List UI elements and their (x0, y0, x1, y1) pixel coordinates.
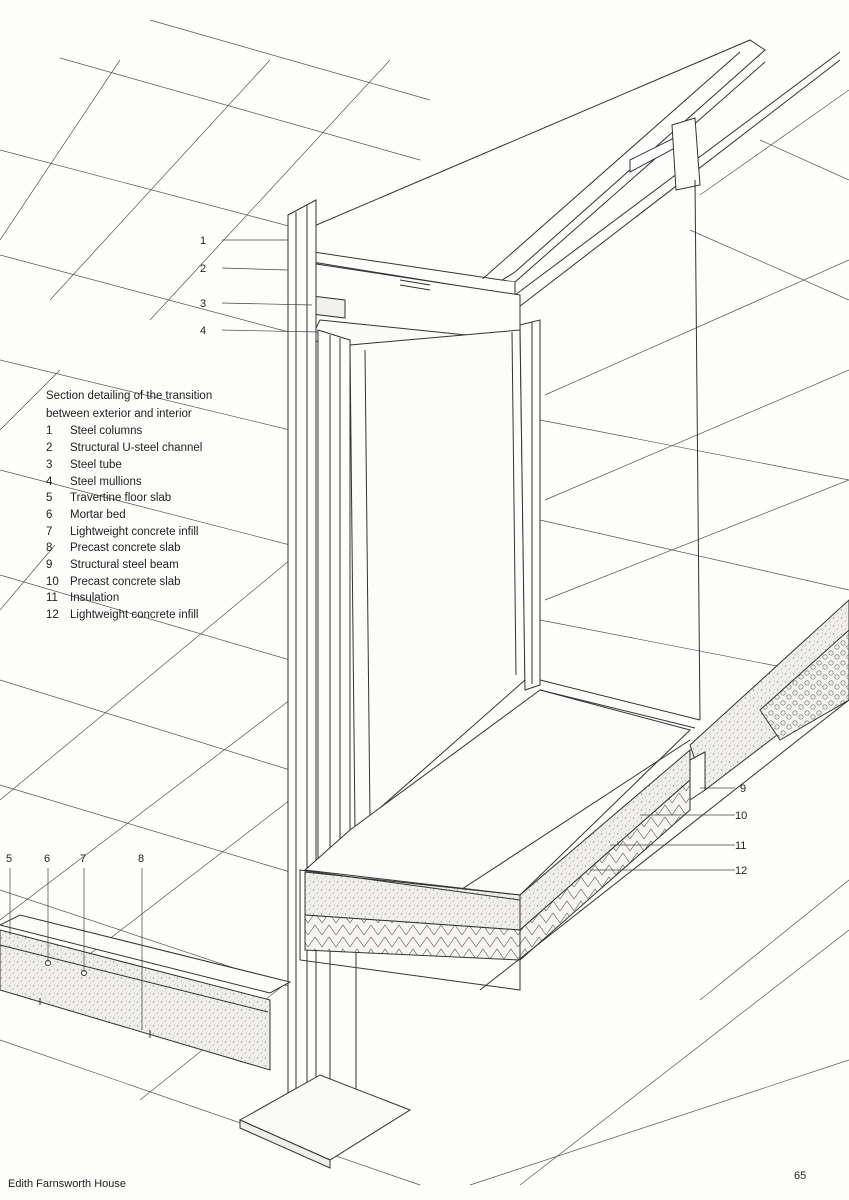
legend-item-label: Mortar bed (70, 508, 126, 521)
roof-fascia (299, 39, 841, 311)
floor-surface (303, 689, 691, 911)
callout-5: 5 (6, 853, 12, 865)
legend-item: 2 Structural U-steel channel (46, 440, 246, 457)
callout-8: 8 (138, 853, 144, 865)
legend-item: 8 Precast concrete slab (46, 540, 246, 557)
legend-item-number: 8 (46, 542, 53, 555)
legend-item: 1 Steel columns (46, 423, 246, 440)
legend-item-label: Structural steel beam (70, 559, 179, 572)
legend-item-label: Precast concrete slab (70, 575, 181, 588)
legend-title-line1: Section detailing of the transition (46, 390, 213, 402)
legend-item: 12 Lightweight concrete infill (46, 607, 246, 624)
legend-item-number: 2 (46, 442, 53, 455)
legend-item-label: Steel mullions (70, 475, 142, 488)
legend-item-number: 1 (46, 425, 53, 438)
legend-item: 9 Structural steel beam (46, 557, 246, 574)
legend: Section detailing of the transition betw… (46, 388, 246, 624)
callout-9: 9 (740, 783, 746, 795)
callout-11: 11 (735, 840, 746, 852)
legend-item-number: 7 (46, 525, 53, 538)
legend-item-label: Lightweight concrete infill (70, 525, 199, 538)
legend-item-label: Insulation (70, 592, 120, 605)
legend-item: 5 Travertine floor slab (46, 490, 246, 507)
legend-item: 11 Insulation (46, 590, 246, 607)
paving-grid (0, 19, 849, 1186)
callout-6: 6 (44, 853, 50, 865)
callout-12: 12 (735, 865, 747, 877)
legend-item-number: 4 (46, 475, 53, 488)
legend-item-number: 10 (46, 575, 59, 588)
legend-item-number: 12 (46, 609, 59, 622)
legend-item-label: Steel tube (70, 458, 122, 471)
window-glass (317, 179, 701, 869)
legend-item-label: Lightweight concrete infill (70, 609, 199, 622)
footer-page-number: 65 (794, 1170, 807, 1182)
callout-3: 3 (200, 298, 206, 310)
legend-item-label: Travertine floor slab (70, 492, 172, 505)
footer-book-title: Edith Farnsworth House (8, 1178, 126, 1190)
legend-item-number: 11 (46, 592, 58, 605)
legend-item: 10 Precast concrete slab (46, 574, 246, 591)
legend-item-number: 3 (46, 458, 53, 471)
legend-item: 7 Lightweight concrete infill (46, 524, 246, 541)
terrace-slab (0, 914, 292, 1071)
legend-item-label: Structural U-steel channel (70, 442, 203, 455)
callout-1: 1 (200, 235, 206, 247)
callout-4: 4 (200, 325, 206, 337)
callout-7: 7 (80, 853, 86, 865)
legend-item: 4 Steel mullions (46, 474, 246, 491)
legend-item-number: 5 (46, 492, 53, 505)
legend-item: 6 Mortar bed (46, 507, 246, 524)
legend-item-number: 9 (46, 559, 53, 572)
legend-item-label: Precast concrete slab (70, 542, 181, 555)
leader-lines (9, 239, 735, 1030)
floor-slab-section (299, 599, 849, 991)
legend-item-label: Steel columns (70, 425, 143, 438)
legend-item-number: 6 (46, 508, 53, 521)
callout-2: 2 (200, 263, 206, 275)
legend-item: 3 Steel tube (46, 457, 246, 474)
legend-title-line2: between exterior and interior (46, 407, 192, 420)
callout-10: 10 (735, 810, 747, 822)
